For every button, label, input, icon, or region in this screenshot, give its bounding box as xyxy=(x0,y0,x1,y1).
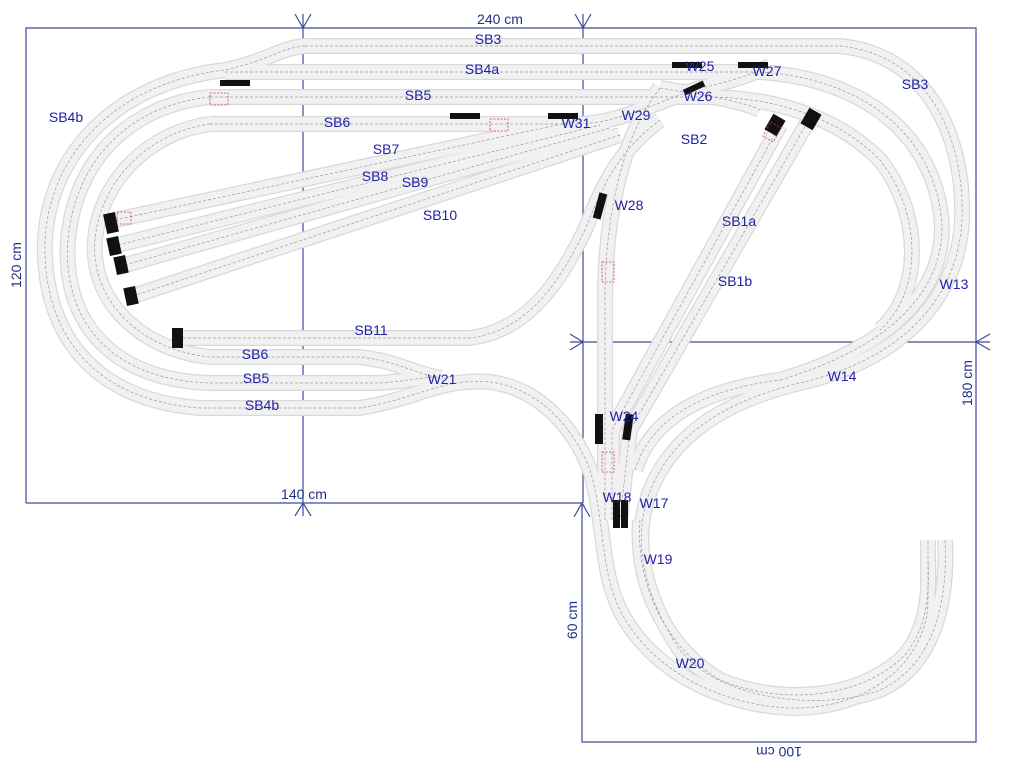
dimension-bottom: 100 cm xyxy=(756,744,802,760)
buffer-stop xyxy=(106,235,122,257)
label-w31: W31 xyxy=(562,115,591,131)
uncoupler xyxy=(601,261,615,283)
label-sb4b-bottom: SB4b xyxy=(245,397,279,413)
buffer-stop xyxy=(450,113,480,119)
label-sb7: SB7 xyxy=(373,141,400,157)
label-sb1a: SB1a xyxy=(722,213,756,229)
buffer-stops xyxy=(103,62,822,528)
label-w18: W18 xyxy=(603,489,632,505)
track-sb7-centre xyxy=(114,119,581,221)
buffer-stop xyxy=(220,80,250,86)
track-sb1b-centre xyxy=(611,124,781,520)
label-w21: W21 xyxy=(428,371,457,387)
buffer-stop xyxy=(592,192,608,220)
uncoupler xyxy=(489,118,509,132)
track-sb1a-bed xyxy=(613,114,816,521)
track-labels: SB3 SB3 SB4a SB4b SB4b SB5 SB5 SB6 SB6 S… xyxy=(49,31,969,671)
label-sb9: SB9 xyxy=(402,174,429,190)
track-sb10-centre xyxy=(132,134,621,297)
track-sb5-centre xyxy=(210,96,913,331)
label-sb1b: SB1b xyxy=(718,273,752,289)
label-sb2: SB2 xyxy=(681,131,708,147)
dimension-lower-left: 60 cm xyxy=(564,601,580,639)
track-loop-left-inner-centre xyxy=(94,123,441,379)
buffer-stop xyxy=(622,413,634,441)
label-sb10: SB10 xyxy=(423,207,457,223)
label-w13: W13 xyxy=(940,276,969,292)
buffer-stop xyxy=(103,211,119,235)
label-sb11: SB11 xyxy=(354,322,387,338)
label-sb8: SB8 xyxy=(362,168,389,184)
buffer-stop xyxy=(548,113,578,119)
buffer-stop xyxy=(800,107,822,131)
label-w27: W27 xyxy=(753,63,782,79)
buffer-stop xyxy=(682,80,706,96)
label-sb5-bottom: SB5 xyxy=(243,370,270,386)
uncoupler xyxy=(601,451,615,473)
label-w28: W28 xyxy=(615,197,644,213)
label-sb4a: SB4a xyxy=(465,61,499,77)
label-sb5-top: SB5 xyxy=(405,87,432,103)
buffer-stop xyxy=(738,62,768,68)
label-w17: W17 xyxy=(640,495,669,511)
track-sb9-centre xyxy=(124,127,611,266)
uncoupler xyxy=(116,211,132,225)
buffer-stop xyxy=(613,500,620,528)
track-inner-lower-centre xyxy=(639,519,929,696)
label-w29: W29 xyxy=(622,107,651,123)
track-network xyxy=(36,38,971,717)
dimension-left: 120 cm xyxy=(8,242,24,288)
track-outer-loop-centre xyxy=(305,45,963,701)
dimension-right: 180 cm xyxy=(959,360,975,406)
uncoupler-markers xyxy=(116,92,782,473)
buffer-stop xyxy=(764,113,786,137)
buffer-stop xyxy=(123,285,139,307)
track-sb4a-centre xyxy=(225,71,943,381)
track-sb11-centre xyxy=(178,119,661,339)
track-centrelines xyxy=(44,45,963,709)
label-sb3-top: SB3 xyxy=(475,31,502,47)
track-w28-centre xyxy=(659,87,761,111)
dimension-labels: 240 cm 140 cm 120 cm 180 cm 60 cm 100 cm xyxy=(8,11,975,760)
label-w24: W24 xyxy=(610,408,639,424)
label-w26: W26 xyxy=(684,88,713,104)
dimension-top: 240 cm xyxy=(477,11,523,27)
label-sb3-right: SB3 xyxy=(902,76,929,92)
buffer-stop xyxy=(672,62,702,68)
uncoupler xyxy=(209,92,229,106)
buffer-stop xyxy=(172,328,183,348)
label-w25: W25 xyxy=(686,58,715,74)
buffer-stop xyxy=(595,414,603,444)
label-w19: W19 xyxy=(644,551,673,567)
buffer-stop xyxy=(621,500,628,528)
buffer-stop xyxy=(113,254,129,276)
track-loop-left-mid-centre xyxy=(67,96,441,384)
track-loop-left-outer-centre xyxy=(44,45,929,709)
track-sb8-centre xyxy=(117,124,601,246)
label-sb6-top: SB6 xyxy=(324,114,351,130)
label-w20: W20 xyxy=(676,655,705,671)
track-w14-return-bed xyxy=(628,373,781,473)
label-w14: W14 xyxy=(828,368,857,384)
label-sb4b-left: SB4b xyxy=(49,109,83,125)
label-sb6-bottom: SB6 xyxy=(242,346,269,362)
dimension-middle: 140 cm xyxy=(281,486,327,502)
track-sb2-centre xyxy=(604,87,661,520)
